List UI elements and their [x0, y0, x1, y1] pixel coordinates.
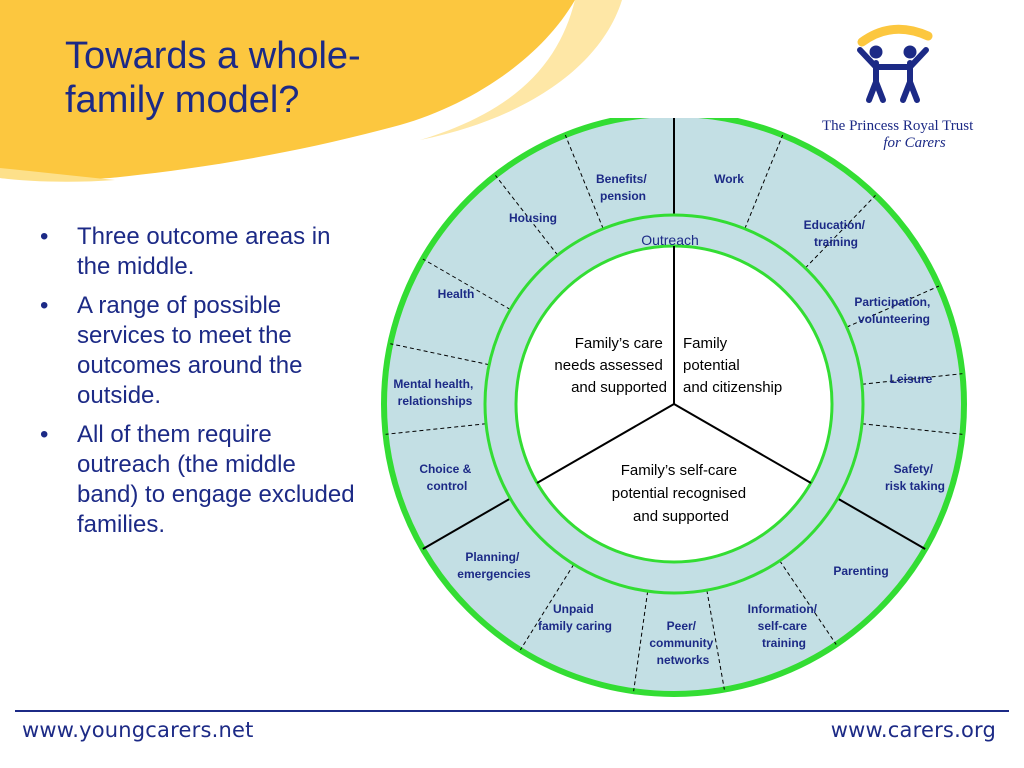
service-parenting: Parenting	[833, 564, 888, 578]
segment-divider	[861, 423, 963, 435]
segment-divider	[779, 560, 837, 645]
core-area-care: Family’s care needs assessed and support…	[554, 335, 667, 396]
logo-org-tagline: for Carers	[883, 135, 946, 151]
bullet-dot-icon: •	[40, 292, 49, 319]
service-unpaid-family-caring: Unpaid family caring	[538, 602, 612, 633]
core-divider	[536, 403, 675, 484]
segment-divider	[706, 590, 725, 690]
service-education-training: Education/ training	[804, 218, 869, 249]
section-divider	[422, 497, 511, 550]
segment-divider	[422, 258, 511, 310]
service-leisure: Leisure	[890, 372, 933, 386]
section-divider	[837, 497, 926, 550]
bullet-dot-icon: •	[40, 223, 49, 250]
core-area-self-care: Family’s self-care potential recognised …	[612, 462, 750, 525]
segment-divider	[564, 134, 604, 229]
segment-divider	[390, 343, 490, 366]
segment-divider	[744, 134, 784, 229]
whole-family-wheel: Outreach Family’s care needs assessed an…	[381, 118, 967, 697]
footer-url-youngcarers[interactable]: www.youngcarers.net	[22, 718, 254, 742]
segment-divider	[846, 285, 940, 328]
carers-trust-logo-icon	[857, 24, 933, 103]
service-information-self-care-training: Information/ self-care training	[748, 602, 821, 650]
bullet-text: A range of possible services to meet the…	[77, 292, 303, 409]
background-swoosh	[0, 0, 622, 182]
bullet-text: All of them require outreach (the middle…	[77, 421, 355, 538]
service-benefits-pension: Benefits/ pension	[596, 172, 650, 203]
footer-url-carers[interactable]: www.carers.org	[830, 718, 996, 742]
service-safety-risk-taking: Safety/ risk taking	[885, 462, 945, 493]
core-divider	[673, 403, 812, 484]
service-peer-community-networks: Peer/ community networks	[649, 619, 716, 667]
segment-divider	[804, 195, 876, 269]
segment-divider	[633, 591, 649, 692]
segment-divider	[861, 373, 963, 385]
service-choice-control: Choice & control	[419, 462, 474, 493]
bullet-item: • All of them require outreach (the middl…	[40, 420, 360, 540]
footer-divider	[15, 710, 1009, 712]
service-mental-health-relationships: Mental health, relationships	[393, 377, 476, 408]
logo-org-name: The Princess Royal Trust	[822, 118, 974, 134]
segment-divider	[385, 423, 487, 435]
bullet-dot-icon: •	[40, 421, 49, 448]
core-area-citizenship: Family potential and citizenship	[683, 335, 782, 396]
bullet-item: • Three outcome areas in the middle.	[40, 222, 360, 282]
service-participation-volunteering: Participation, volunteering	[854, 295, 933, 326]
service-health: Health	[438, 287, 475, 301]
outreach-label: Outreach	[641, 232, 699, 248]
segment-divider	[495, 175, 559, 256]
service-planning-emergencies: Planning/ emergencies	[457, 550, 531, 581]
segment-divider	[519, 564, 575, 651]
service-work: Work	[714, 172, 744, 186]
service-housing: Housing	[509, 211, 557, 225]
bullet-text: Three outcome areas in the middle.	[77, 223, 331, 280]
bullet-list: • Three outcome areas in the middle. • A r…	[40, 222, 360, 549]
slide-title: Towards a whole-family model?	[65, 35, 361, 121]
bullet-item: • A range of possible services to meet th…	[40, 291, 360, 411]
